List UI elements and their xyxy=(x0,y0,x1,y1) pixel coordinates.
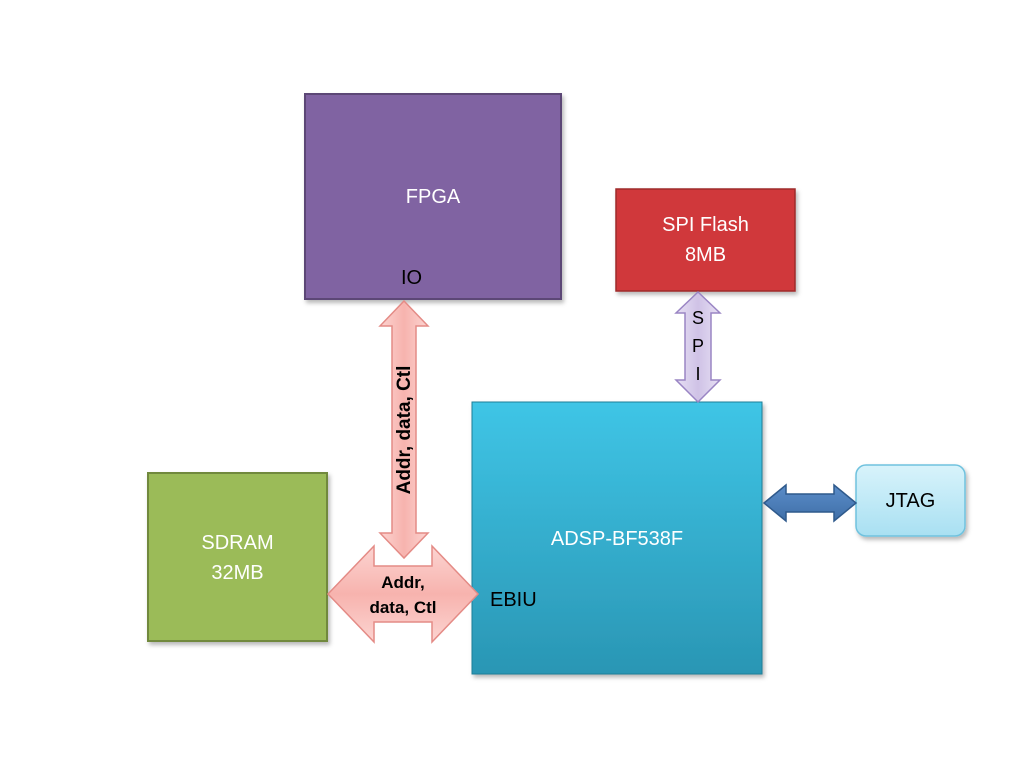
dsp-ebiu-port-label: EBIU xyxy=(490,589,537,611)
sdram-block xyxy=(147,472,328,642)
sdram-dsp-bus-arrow xyxy=(326,544,480,644)
spi-flash-label: SPI Flash 8MB xyxy=(616,209,795,271)
sdram-line2: 32MB xyxy=(211,562,264,584)
fpga-block xyxy=(304,93,562,300)
spi-flash-line1: SPI Flash xyxy=(662,214,749,236)
dsp-block xyxy=(471,401,763,675)
sdram-dsp-bus-label-line1: Addr, xyxy=(381,573,424,592)
fpga-title-text: FPGA xyxy=(405,186,461,208)
spi-bus-arrow xyxy=(674,290,722,404)
jtag-label-text: JTAG xyxy=(885,490,936,512)
sdram-line1: SDRAM xyxy=(201,532,274,554)
dsp-title-text: ADSP-BF538F xyxy=(550,528,684,550)
fpga-dsp-bus-label: Addr, data, Ctl xyxy=(394,366,415,495)
jtag-block xyxy=(855,464,966,537)
spi-flash-block xyxy=(615,188,796,292)
fpga-title: FPGA xyxy=(305,180,561,214)
spi-label-letter-s: S xyxy=(692,308,704,328)
spi-flash-line2: 8MB xyxy=(684,244,727,266)
sdram-label: SDRAM 32MB xyxy=(148,527,327,589)
fpga-io-port-label: IO xyxy=(401,267,423,289)
jtag-link-arrow xyxy=(762,483,858,523)
spi-label-letter-p: P xyxy=(692,336,704,356)
dsp-title: ADSP-BF538F xyxy=(472,522,762,556)
sdram-dsp-bus-label-line2: data, Ctl xyxy=(369,598,436,617)
spi-label-letter-i: I xyxy=(695,364,700,384)
fpga-dsp-bus-arrow xyxy=(378,299,430,560)
jtag-label: JTAG xyxy=(856,484,965,518)
